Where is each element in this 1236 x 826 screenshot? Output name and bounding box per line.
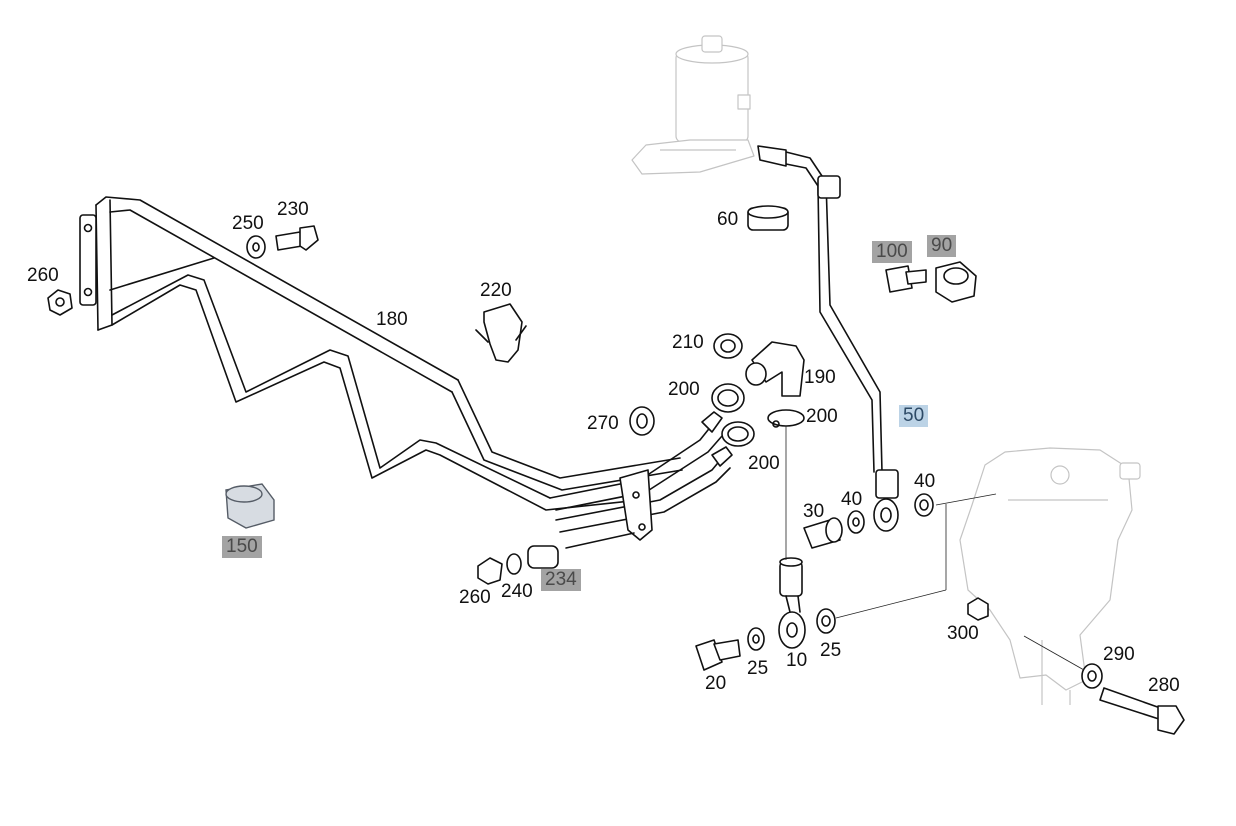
ghost-steering-gear — [959, 447, 1141, 705]
callout-20: 20 — [705, 673, 727, 694]
callout-25: 25 — [820, 640, 842, 661]
callout-60: 60 — [717, 209, 739, 230]
callout-250: 250 — [232, 213, 264, 234]
ghost-pump — [631, 35, 755, 175]
callout-220: 220 — [480, 280, 512, 301]
small-parts — [47, 205, 1185, 735]
callout-180: 180 — [376, 309, 408, 330]
callout-200: 200 — [806, 406, 838, 427]
callout-230: 230 — [277, 199, 309, 220]
callout-240: 240 — [501, 581, 533, 602]
callout-90: 90 — [927, 235, 957, 257]
callout-150: 150 — [222, 536, 262, 558]
return-line-10 — [778, 557, 806, 649]
callout-290: 290 — [1103, 644, 1135, 665]
callout-200: 200 — [748, 453, 780, 474]
callout-40: 40 — [914, 471, 936, 492]
frame-bracket-180 — [79, 196, 683, 511]
callout-260: 260 — [459, 587, 491, 608]
callout-190: 190 — [804, 367, 836, 388]
pressure-line-50 — [757, 145, 899, 532]
callout-210: 210 — [672, 332, 704, 353]
callout-30: 30 — [803, 501, 825, 522]
callout-50: 50 — [899, 405, 929, 427]
callout-25: 25 — [747, 658, 769, 679]
callout-200: 200 — [668, 379, 700, 400]
callout-260: 260 — [27, 265, 59, 286]
callout-10: 10 — [786, 650, 808, 671]
callout-100: 100 — [872, 241, 912, 263]
callout-234: 234 — [541, 569, 581, 591]
callout-270: 270 — [587, 413, 619, 434]
callout-280: 280 — [1148, 675, 1180, 696]
callout-40: 40 — [841, 489, 863, 510]
callout-300: 300 — [947, 623, 979, 644]
hose-lines — [549, 411, 733, 549]
